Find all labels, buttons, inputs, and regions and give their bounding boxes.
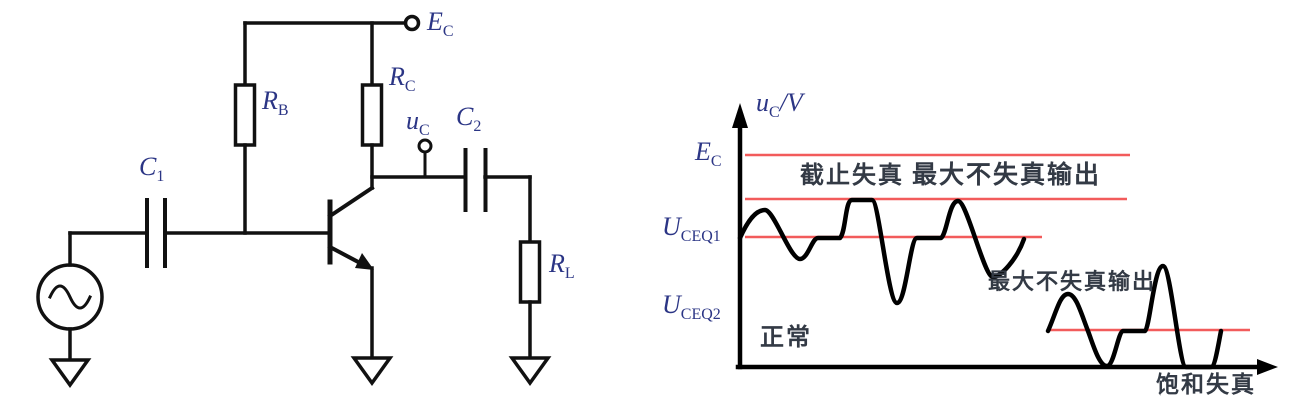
waveform-uceq2 xyxy=(1045,263,1224,370)
ec-terminal-icon xyxy=(403,14,421,32)
distortion-waveform-plot xyxy=(732,103,1278,375)
annotation-max-undistorted-bottom: 最大不失真输出 xyxy=(988,270,1157,295)
uceq1-level-label: UCEQ1 xyxy=(662,212,721,245)
rb-label: RB xyxy=(262,86,289,119)
y-axis-arrow-icon xyxy=(732,103,748,128)
ec-level-label: EC xyxy=(695,137,722,170)
c1-capacitor xyxy=(145,198,167,268)
transistor-emitter xyxy=(327,244,365,267)
ground-icon xyxy=(350,356,394,386)
c1-label: C1 xyxy=(139,152,165,185)
ec-terminal-label: EC xyxy=(427,7,454,40)
rc-resistor xyxy=(360,83,384,147)
rb-resistor xyxy=(233,83,257,147)
sine-symbol-icon xyxy=(48,284,92,310)
transistor-collector xyxy=(327,185,375,219)
amplifier-circuit-diagram xyxy=(36,14,552,388)
rl-resistor xyxy=(518,240,542,304)
ground-icon xyxy=(48,358,92,388)
rl-label: RL xyxy=(549,249,575,282)
uceq2-level-label: UCEQ2 xyxy=(662,290,721,323)
c2-label: C2 xyxy=(456,102,482,135)
c2-capacitor xyxy=(463,148,488,212)
ground-icon xyxy=(508,356,552,386)
y-axis-label: uC/V xyxy=(756,88,803,121)
annotation-normal: 正常 xyxy=(760,323,812,351)
x-axis-arrow-icon xyxy=(1257,359,1278,375)
waveform-uceq1 xyxy=(737,197,1027,306)
rc-label: RC xyxy=(389,62,416,95)
uc-node-label: uC xyxy=(406,106,430,139)
annotation-cutoff-distortion: 截止失真 xyxy=(800,161,904,189)
uc-terminal-icon xyxy=(417,138,433,154)
emitter-arrow-icon xyxy=(355,253,374,270)
annotation-saturation-distortion: 饱和失真 xyxy=(1156,372,1256,398)
annotation-max-undistorted-top: 最大不失真输出 xyxy=(912,160,1102,189)
